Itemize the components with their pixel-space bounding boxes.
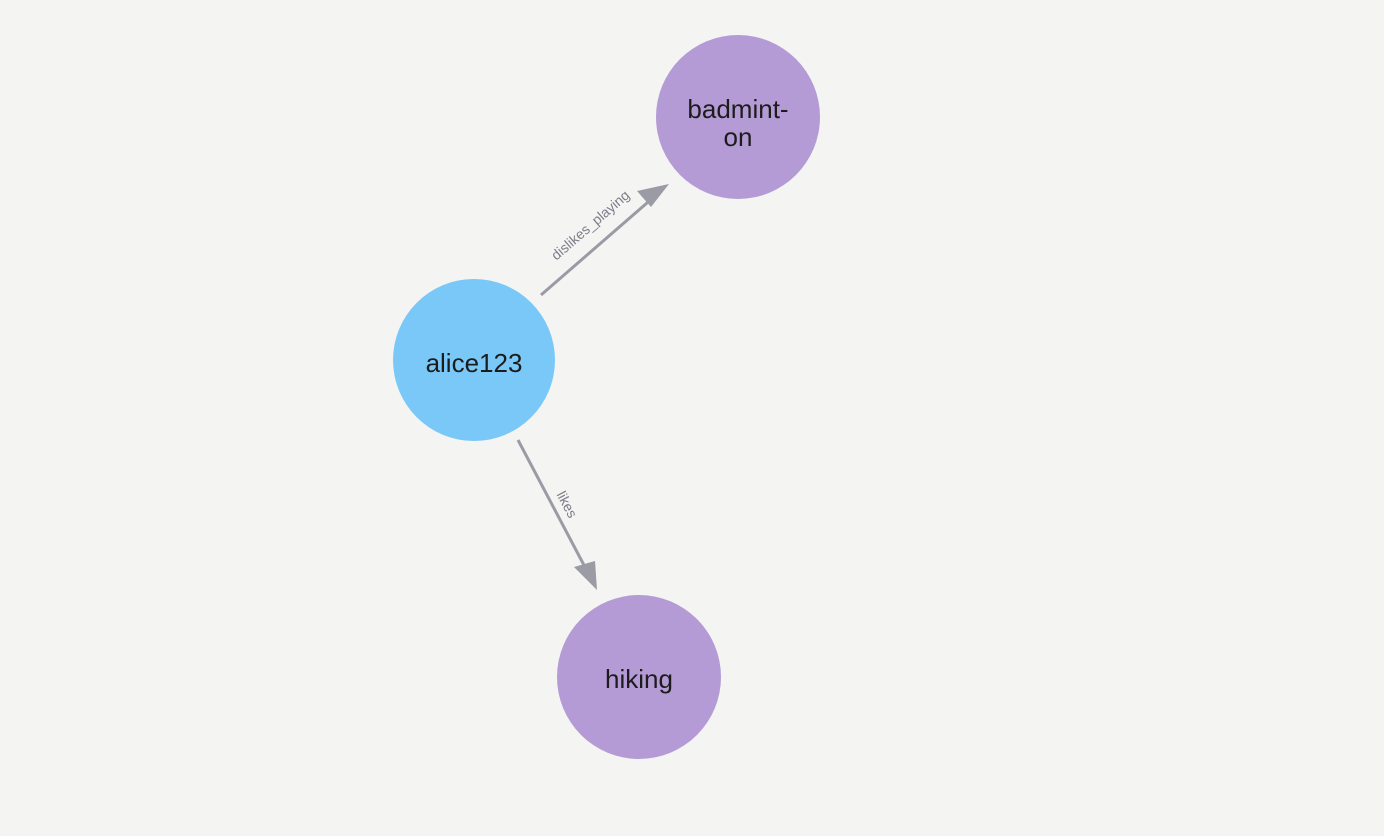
arrowhead-dislikes-playing (637, 184, 669, 207)
edge-line-likes (516, 439, 588, 570)
node-alice123[interactable]: alice123 (393, 279, 555, 441)
nodes-layer: badmint- on alice123 hiking (393, 35, 820, 759)
edge-dislikes-playing[interactable]: dislikes_playing (540, 184, 669, 297)
node-circle-badminton[interactable] (656, 35, 820, 199)
edge-line-dislikes-playing (540, 194, 656, 297)
edge-likes[interactable]: likes (516, 439, 597, 590)
node-badminton[interactable]: badmint- on (656, 35, 820, 199)
node-circle-hiking[interactable] (557, 595, 721, 759)
node-hiking[interactable]: hiking (557, 595, 721, 759)
arrowhead-likes (574, 561, 597, 590)
node-circle-alice123[interactable] (393, 279, 555, 441)
